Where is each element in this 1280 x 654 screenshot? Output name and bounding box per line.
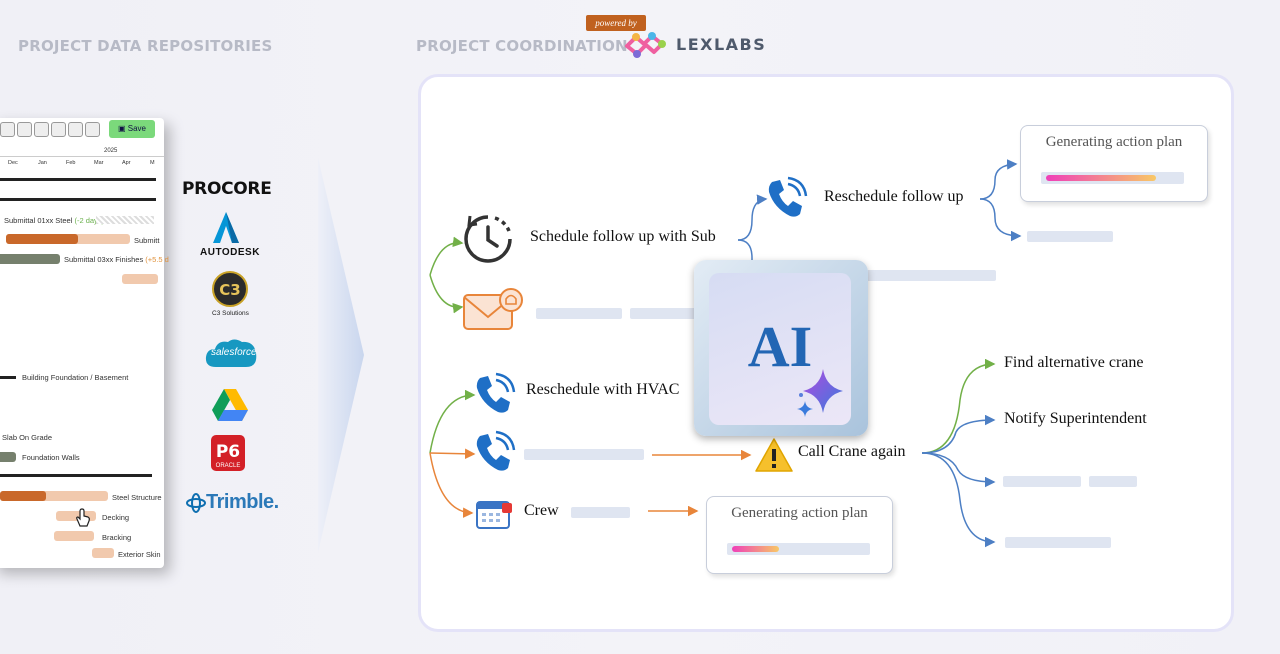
hand-cursor-icon bbox=[76, 508, 90, 527]
month-label: Dec bbox=[8, 160, 18, 166]
p6-label: P6 bbox=[216, 442, 240, 462]
action-plan-title: Generating action plan bbox=[1045, 134, 1183, 150]
crew-label: Crew bbox=[524, 502, 559, 519]
warning-icon bbox=[755, 438, 793, 472]
email-notification-icon bbox=[463, 288, 523, 330]
placeholder-bar bbox=[630, 308, 696, 319]
month-label: Mar bbox=[94, 160, 104, 166]
month-label: M bbox=[150, 160, 155, 166]
lexlabs-logo-icon bbox=[625, 32, 666, 58]
trimble-label: Trimble. bbox=[206, 491, 279, 513]
reschedule-hvac-label: Reschedule with HVAC bbox=[526, 381, 680, 398]
salesforce-logo-icon bbox=[205, 339, 257, 367]
autodesk-logo-icon bbox=[213, 212, 239, 243]
c3-logo-icon: C3 bbox=[212, 271, 248, 307]
trimble-logo-icon bbox=[186, 493, 206, 513]
gantt-row-label: Exterior Skin bbox=[118, 550, 161, 559]
toolbar-icon[interactable] bbox=[0, 122, 15, 137]
month-label: Feb bbox=[66, 160, 76, 166]
gantt-row-label: Bracking bbox=[102, 533, 132, 542]
progress-track bbox=[1041, 172, 1184, 184]
placeholder-bar bbox=[1027, 231, 1113, 242]
lexlabs-brand: LEXLABS bbox=[676, 35, 767, 54]
placeholder-bar bbox=[571, 507, 630, 518]
coordination-header: PROJECT COORDINATION bbox=[416, 37, 628, 55]
notify-superintendent-label: Notify Superintendent bbox=[1004, 410, 1147, 427]
placeholder-bar bbox=[1005, 537, 1111, 548]
phone-icon bbox=[476, 372, 516, 413]
gantt-row-label: Submittal 01xx Steel (-2 days) bbox=[4, 216, 105, 225]
svg-text:C3: C3 bbox=[219, 281, 240, 299]
calendar-icon bbox=[476, 501, 512, 529]
toolbar-icon[interactable] bbox=[68, 122, 83, 137]
placeholder-bar bbox=[866, 270, 996, 281]
reschedule-follow-up-label: Reschedule follow up bbox=[824, 188, 964, 205]
placeholder-bar bbox=[524, 449, 644, 460]
progress-fill bbox=[1046, 175, 1156, 181]
placeholder-bar bbox=[1089, 476, 1137, 487]
month-label: Jan bbox=[38, 160, 47, 166]
gantt-row-label: Decking bbox=[102, 513, 130, 522]
ai-engine-inner: AI bbox=[709, 273, 851, 425]
procore-logo: PROCORE bbox=[182, 179, 272, 199]
toolbar-icon[interactable] bbox=[17, 122, 32, 137]
toolbar-icon[interactable] bbox=[85, 122, 100, 137]
powered-by-badge: powered by bbox=[586, 15, 646, 31]
gantt-chart-panel: ▣ Save 2025 Dec Jan Feb Mar Apr M Submit… bbox=[0, 118, 169, 568]
save-label: Save bbox=[127, 124, 146, 133]
c3-label: C3 Solutions bbox=[212, 310, 249, 317]
autodesk-label: AUTODESK bbox=[200, 247, 260, 258]
save-button[interactable]: ▣ Save bbox=[109, 120, 155, 138]
gantt-row-label: Foundation Walls bbox=[22, 453, 80, 462]
progress-track bbox=[727, 543, 870, 555]
ai-label: AI bbox=[747, 314, 813, 379]
gantt-year: 2025 bbox=[104, 148, 118, 154]
placeholder-bar bbox=[1003, 476, 1081, 487]
action-plan-title: Generating action plan bbox=[731, 505, 868, 521]
toolbar-icon[interactable] bbox=[34, 122, 49, 137]
p6-logo-icon: P6 ORACLE bbox=[211, 435, 245, 471]
gantt-row-label: Slab On Grade bbox=[2, 433, 53, 442]
gantt-row-label: Submitt bbox=[134, 236, 160, 245]
repositories-header: PROJECT DATA REPOSITORIES bbox=[18, 37, 273, 55]
gantt-row-label: Submittal 03xx Finishes (+5.5 d bbox=[64, 255, 169, 264]
phone-icon bbox=[768, 176, 808, 217]
sparkle-icon bbox=[797, 369, 843, 417]
clock-icon bbox=[464, 215, 512, 263]
action-plan-card-bottom: Generating action plan bbox=[706, 496, 893, 574]
toolbar-icon[interactable] bbox=[51, 122, 66, 137]
gantt-row-label: Building Foundation / Basement bbox=[22, 373, 129, 382]
action-plan-card-top: Generating action plan bbox=[1020, 125, 1208, 202]
phone-icon bbox=[476, 430, 516, 471]
gantt-row-label: Steel Structure bbox=[112, 493, 162, 502]
placeholder-bar bbox=[536, 308, 622, 319]
month-label: Apr bbox=[122, 160, 131, 166]
call-crane-label: Call Crane again bbox=[798, 443, 906, 460]
flow-arrow-shape bbox=[318, 158, 364, 552]
salesforce-label: salesforce bbox=[211, 347, 257, 358]
progress-fill bbox=[732, 546, 779, 552]
oracle-label: ORACLE bbox=[216, 463, 241, 469]
schedule-follow-up-label: Schedule follow up with Sub bbox=[530, 228, 716, 245]
find-crane-label: Find alternative crane bbox=[1004, 354, 1144, 371]
google-drive-logo-icon bbox=[212, 389, 248, 421]
ai-engine-box: AI bbox=[694, 260, 868, 436]
